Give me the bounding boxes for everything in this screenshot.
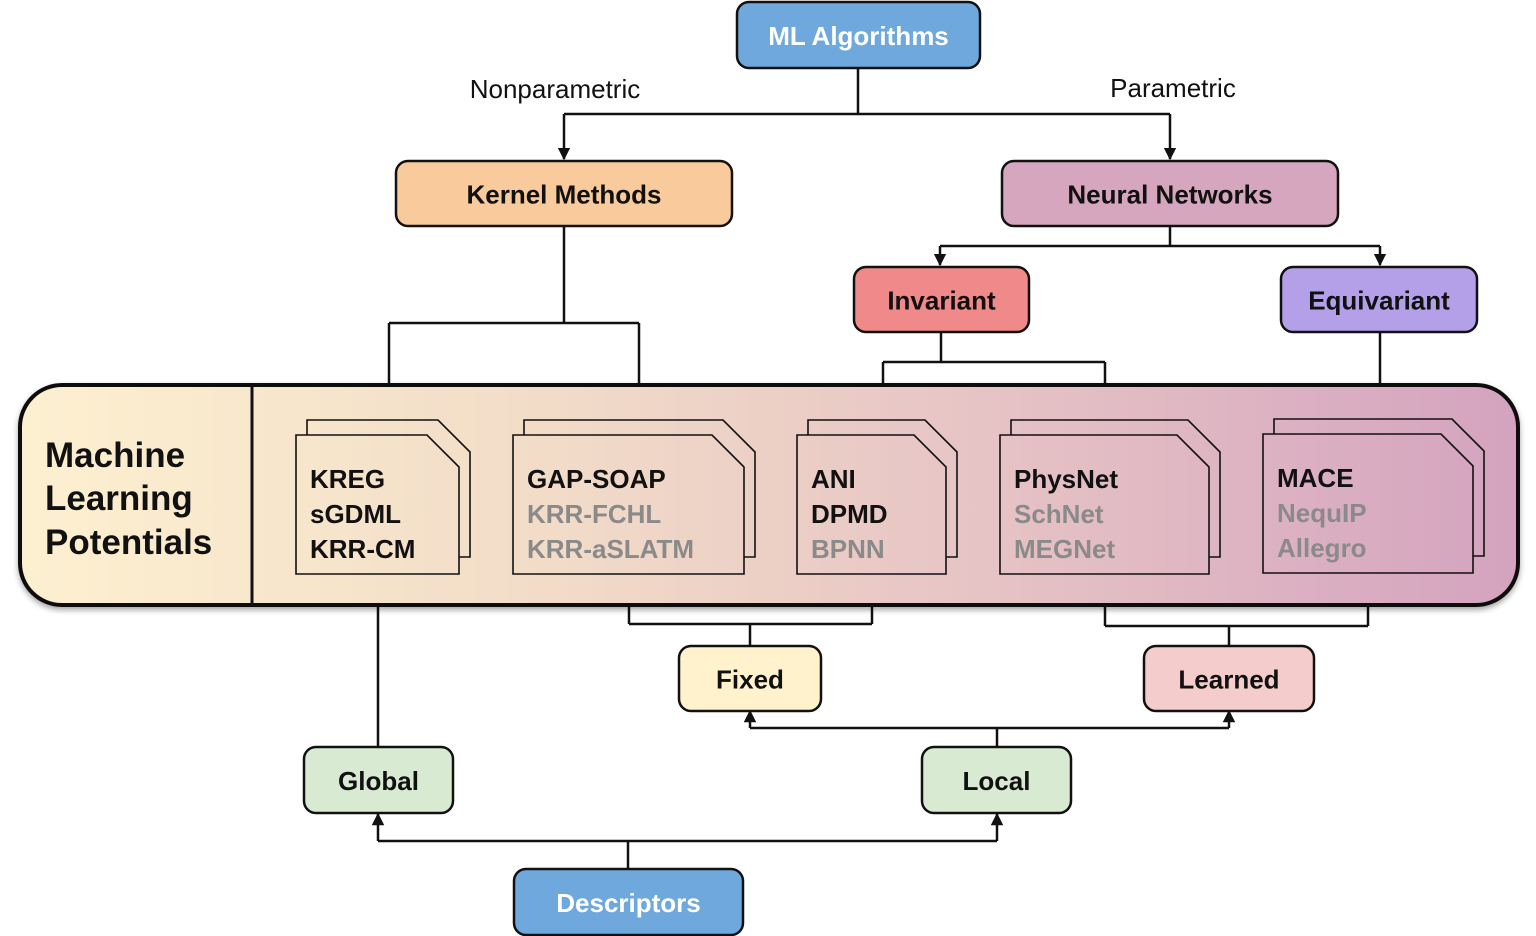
node-neural-networks: Neural Networks [1000, 159, 1340, 228]
model-card-invariant-fixed: ANI DPMD BPNN [796, 419, 958, 575]
model-card-kernel-global: KREG sGDML KRR-CM [295, 419, 471, 575]
model-card-front [999, 434, 1210, 575]
node-invariant-box [852, 265, 1031, 334]
model-name: sGDML [310, 499, 401, 529]
node-descriptors-box [512, 867, 745, 936]
panel-title-line-2: Learning [45, 479, 193, 518]
node-kernel-methods-label: Kernel Methods [466, 180, 661, 210]
model-name: MEGNet [1014, 534, 1115, 564]
model-name: NequIP [1277, 498, 1367, 528]
node-fixed: Fixed [677, 644, 823, 713]
model-card-front-bg [797, 435, 946, 574]
ml-potentials-panel: Machine Learning Potentials KREG sGDML KRR… [18, 383, 1520, 607]
node-invariant: Invariant [852, 265, 1031, 334]
panel-title-line-1: Machine [45, 436, 185, 475]
model-name: MACE [1277, 463, 1354, 493]
model-name: ANI [811, 464, 856, 494]
node-kernel-methods: Kernel Methods [394, 159, 734, 228]
node-ml-algorithms-label: ML Algorithms [768, 21, 949, 51]
node-fixed-box [677, 644, 823, 713]
node-local-label: Local [963, 766, 1031, 796]
node-kernel-methods-box [394, 159, 734, 228]
node-learned-box [1142, 644, 1316, 713]
model-card-front [1262, 433, 1474, 574]
model-card-front-bg [513, 435, 744, 574]
model-name: KRR-aSLATM [527, 534, 694, 564]
node-ml-algorithms-box [735, 0, 982, 70]
node-local: Local [920, 745, 1073, 815]
node-equivariant: Equivariant [1279, 265, 1479, 334]
model-card-front [512, 434, 745, 575]
node-global-box [302, 745, 455, 815]
node-equivariant-box [1279, 265, 1479, 334]
node-descriptors: Descriptors [512, 867, 745, 936]
node-neural-networks-label: Neural Networks [1067, 180, 1272, 210]
node-neural-networks-box [1000, 159, 1340, 228]
model-card-equivariant-learned: MACE NequIP Allegro [1262, 418, 1485, 574]
model-name: BPNN [811, 534, 885, 564]
model-name: PhysNet [1014, 464, 1118, 494]
node-fixed-label: Fixed [716, 665, 784, 695]
model-card-front-bg [1263, 434, 1473, 573]
node-ml-algorithms: ML Algorithms [735, 0, 982, 70]
model-card-kernel-local: GAP-SOAP KRR-FCHL KRR-aSLATM [512, 419, 756, 575]
node-invariant-label: Invariant [887, 286, 996, 316]
node-global: Global [302, 745, 455, 815]
model-name: GAP-SOAP [527, 464, 666, 494]
node-local-box [920, 745, 1073, 815]
node-equivariant-label: Equivariant [1308, 286, 1450, 316]
model-name: DPMD [811, 499, 888, 529]
model-name: SchNet [1014, 499, 1104, 529]
model-card-front [295, 434, 460, 575]
model-name: Allegro [1277, 533, 1367, 563]
connectors [371, 68, 1387, 868]
model-name: KREG [310, 464, 385, 494]
node-learned: Learned [1142, 644, 1316, 713]
model-name: KRR-FCHL [527, 499, 661, 529]
panel-title-line-3: Potentials [45, 523, 212, 562]
node-global-label: Global [338, 766, 419, 796]
model-name: KRR-CM [310, 534, 415, 564]
node-learned-label: Learned [1178, 665, 1279, 695]
node-descriptors-label: Descriptors [556, 888, 701, 918]
model-card-front-bg [1000, 435, 1209, 574]
model-card-front [796, 434, 947, 575]
nonparametric-label: Nonparametric [470, 74, 641, 104]
parametric-label: Parametric [1110, 73, 1236, 103]
model-card-front-bg [296, 435, 459, 574]
